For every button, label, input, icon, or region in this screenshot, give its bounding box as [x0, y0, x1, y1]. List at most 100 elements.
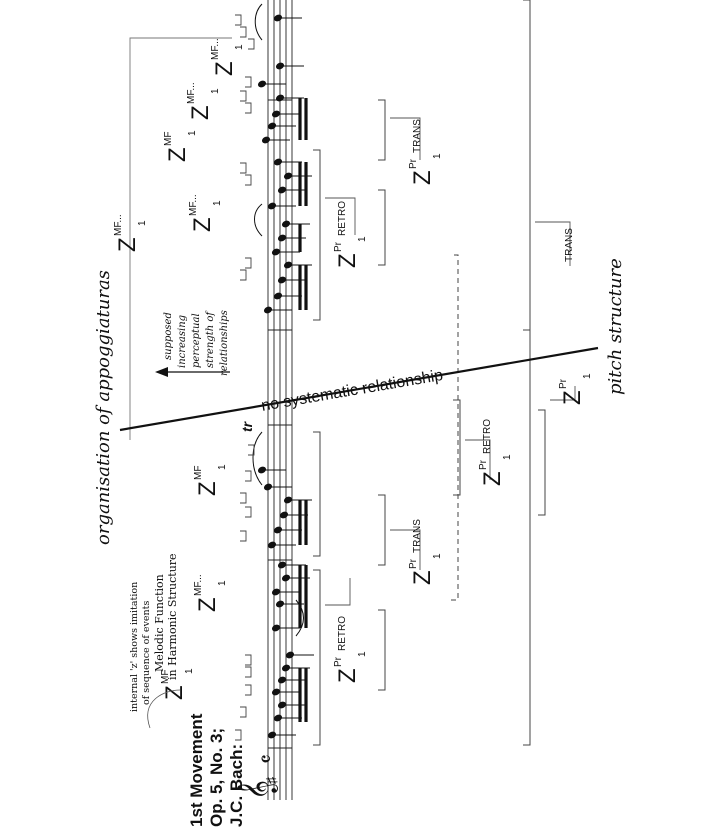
z-pr-retro-3-subscript: 1: [357, 236, 368, 242]
z-mf-5-z: Z: [164, 147, 191, 162]
title-line-3: 1st Movement: [187, 713, 206, 827]
note-head-34: [257, 80, 267, 88]
internal-z-note-2: of sequence of events: [141, 600, 152, 705]
event-tick-10: [248, 444, 255, 456]
note-head-29: [273, 158, 283, 166]
z-pr-retro-1-superscript: Pr: [333, 656, 344, 667]
z-pr-trans-2-z: Z: [409, 170, 436, 185]
strength-arrowhead: [155, 367, 168, 377]
z-mf-1-superscript: MF: [160, 670, 171, 684]
note-head-26: [267, 202, 277, 210]
group-bracket-1: [313, 569, 321, 746]
z-mf-8-subscript: 1: [137, 220, 148, 226]
z-mf-4-superscript: MF...: [188, 194, 199, 216]
note-head-1: [267, 731, 277, 739]
z-pr-retro-3-label: RETRO: [337, 201, 348, 236]
z-mf-1-z: Z: [161, 685, 188, 700]
sequence-bracket-4: [378, 99, 386, 161]
z-pr-trans-1-superscript: Pr: [408, 558, 419, 569]
z-pr-trans-2-subscript: 1: [432, 153, 443, 159]
z-mf-7-superscript: MF...: [210, 38, 221, 60]
dashed-bracket: [451, 254, 459, 601]
sequence-bracket-3: [378, 189, 386, 266]
sequence-bracket-1: [378, 609, 386, 691]
note-head-8: [271, 624, 281, 632]
note-head-6: [281, 664, 291, 672]
z-mf-7-z: Z: [211, 61, 238, 76]
z-mf-2-subscript: 1: [217, 580, 228, 586]
treble-clef: 𝄞: [238, 780, 278, 800]
melodic-function-note-2: in Harmonic Structure: [166, 553, 179, 680]
event-tick-4: [245, 666, 252, 678]
note-head-33: [275, 94, 285, 102]
event-tick-18: [248, 38, 255, 50]
axis-label-pitch: pitch structure: [605, 258, 626, 395]
trans-label: TRANS: [564, 228, 575, 262]
note-head-25: [281, 220, 291, 228]
slur-2: [295, 599, 304, 637]
pitch-connector: [550, 386, 576, 401]
slur-1: [252, 431, 263, 486]
event-tick-12: [245, 257, 252, 269]
note-head-35: [275, 62, 285, 70]
axis-label-appoggiaturas: organisation of appoggiaturas: [93, 270, 114, 545]
key-sharp: ♯: [263, 776, 279, 784]
event-tick-14: [240, 162, 247, 174]
event-tick-19: [240, 26, 247, 38]
z-mf-6-superscript: MF...: [186, 82, 197, 104]
note-head-13: [267, 541, 277, 549]
sequence-bracket-2: [378, 494, 386, 566]
note-head-27: [277, 186, 287, 194]
z-pr-1-subscript: 1: [582, 373, 593, 379]
event-tick-5: [245, 654, 252, 666]
slur-4: [254, 3, 263, 41]
event-tick-8: [240, 492, 247, 504]
z-pr-1-z: Z: [559, 390, 586, 405]
z-pr-retro-3-z: Z: [334, 253, 361, 268]
event-tick-7: [245, 506, 252, 518]
z-mf-8-superscript: MF...: [113, 214, 124, 236]
analysis-brackets: [129, 0, 576, 746]
z-pr-retro-2-subscript: 1: [502, 454, 513, 460]
group-bracket-2: [313, 431, 321, 557]
event-tick-17: [245, 76, 252, 88]
slur-3: [254, 203, 263, 237]
z-mf-2-superscript: MF...: [193, 574, 204, 596]
z-pr-trans-2-superscript: Pr: [408, 158, 419, 169]
global-connector: [129, 37, 232, 440]
z-mf-7-subscript: 1: [234, 44, 245, 50]
z-symbols: Z1MFZ1MF...Z1MFZ1MF...Z1MFZ1MF...Z1MF...…: [113, 38, 593, 700]
z-pr-retro-1-subscript: 1: [357, 651, 368, 657]
retro-bracket: [453, 399, 461, 496]
strength-note-3: perceptual: [191, 313, 202, 368]
group-bracket-3: [313, 149, 321, 321]
z-pr-trans-1-label: TRANS: [412, 519, 423, 553]
note-head-22: [283, 261, 293, 269]
event-tick-20: [235, 14, 242, 26]
z-mf-3-z: Z: [194, 481, 221, 496]
retro-connector-2: [325, 197, 356, 235]
trans-connector-1: [390, 529, 421, 570]
note-head-3: [277, 701, 287, 709]
note-head-23: [271, 248, 281, 256]
note-head-12: [277, 561, 287, 569]
strength-note-2: increasing: [177, 314, 188, 368]
note-head-2: [273, 714, 283, 722]
note-head-17: [263, 483, 273, 491]
event-tick-11: [240, 269, 247, 281]
z-mf-5-subscript: 1: [187, 130, 198, 136]
retro-connector-3: [465, 439, 491, 480]
note-head-20: [273, 292, 283, 300]
event-tick-15: [245, 102, 252, 114]
title-line-2: Op. 5, No. 3;: [207, 727, 226, 827]
event-tick-1: [235, 729, 242, 741]
pitch-bracket: [538, 409, 546, 516]
event-tick-16: [240, 90, 247, 102]
music-notes: [252, 3, 314, 739]
note-head-32: [271, 110, 281, 118]
note-head-11: [281, 574, 291, 582]
note-head-15: [279, 511, 289, 519]
z-pr-retro-3-superscript: Pr: [333, 241, 344, 252]
note-head-16: [283, 496, 293, 504]
